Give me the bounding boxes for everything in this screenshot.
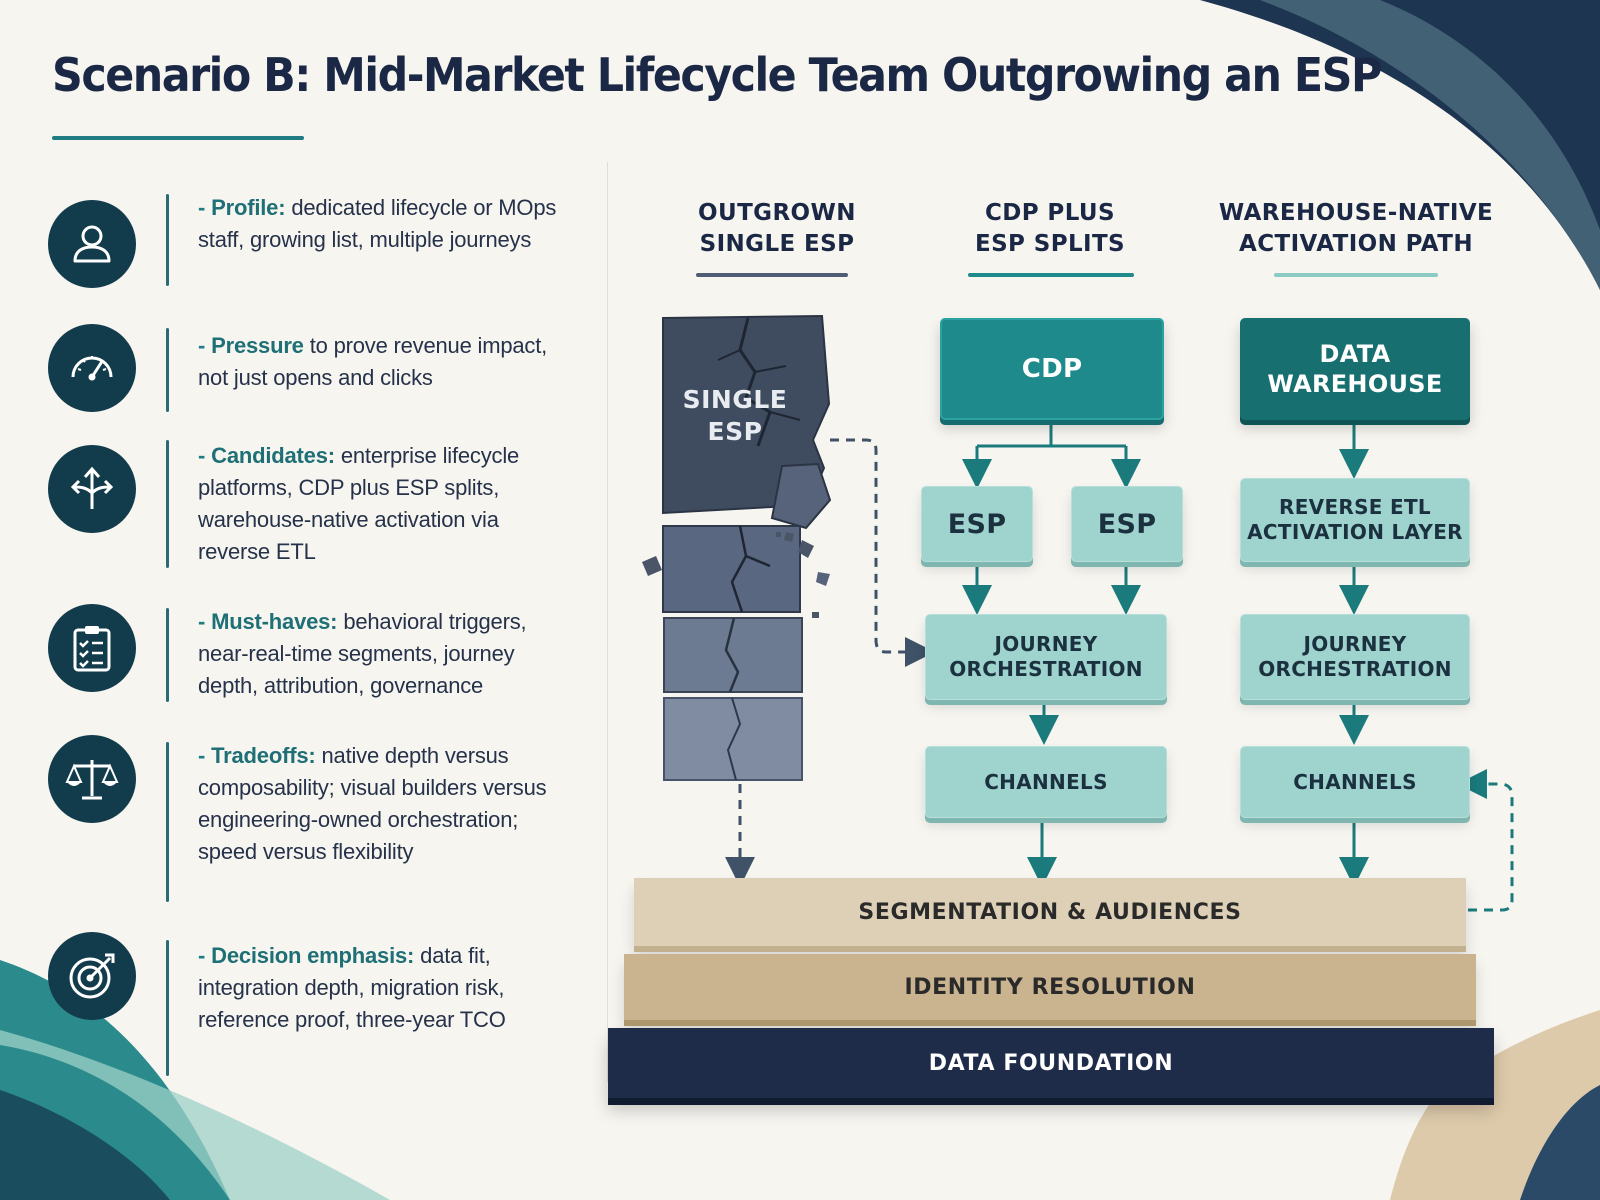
checklist-icon bbox=[48, 604, 136, 692]
left-item-key: Profile: bbox=[211, 195, 286, 220]
left-item-body: to prove revenue impact, not just opens … bbox=[198, 333, 548, 390]
left-item-divider bbox=[166, 328, 169, 412]
left-item-body: behavioral triggers, near-real-time segm… bbox=[198, 609, 527, 698]
reverse-etl-box: REVERSE ETL ACTIVATION LAYER bbox=[1240, 478, 1470, 562]
left-item-text: -Must-haves:behavioral triggers, near-re… bbox=[198, 609, 527, 698]
left-item-divider bbox=[166, 608, 169, 702]
cdp-journey-orchestration-box: JOURNEY ORCHESTRATION bbox=[925, 614, 1167, 700]
warehouse-journey-orchestration-box: JOURNEY ORCHESTRATION bbox=[1240, 614, 1470, 700]
left-item-body: enterprise lifecycle platforms, CDP plus… bbox=[198, 443, 520, 564]
left-item-key: Must-haves: bbox=[211, 609, 338, 634]
left-item-text: -Candidates:enterprise lifecycle platfor… bbox=[198, 443, 520, 564]
column-heading-warehouse: WAREHOUSE-NATIVE ACTIVATION PATH bbox=[1218, 200, 1494, 257]
identity-resolution-layer: IDENTITY RESOLUTION bbox=[624, 954, 1476, 1020]
column-heading-underline bbox=[1274, 273, 1438, 277]
left-item-key: Candidates: bbox=[211, 443, 335, 468]
single-esp-label: SINGLE ESP bbox=[682, 385, 788, 446]
left-item-body: dedicated lifecycle or MOps staff, growi… bbox=[198, 195, 557, 252]
left-item-key: Pressure bbox=[211, 333, 304, 358]
left-item-text: -Decision emphasis:data fit, integration… bbox=[198, 943, 506, 1032]
left-item-divider bbox=[166, 194, 169, 286]
column-heading-underline bbox=[696, 273, 848, 277]
bottom-left-dark-wave bbox=[0, 1090, 170, 1200]
title-underline bbox=[52, 136, 304, 140]
left-item-key: Tradeoffs: bbox=[211, 743, 316, 768]
top-right-navy-wave bbox=[1200, 0, 1600, 290]
target-icon bbox=[48, 932, 136, 1020]
bottom-right-navy-wave bbox=[1520, 1085, 1600, 1200]
left-item-text: -Tradeoffs:native depth versus composabi… bbox=[198, 743, 547, 864]
top-right-slate-wave bbox=[1260, 0, 1600, 290]
left-item-divider bbox=[166, 742, 169, 902]
page-title: Scenario B: Mid-Market Lifecycle Team Ou… bbox=[52, 48, 1382, 102]
warehouse-channels-box: CHANNELS bbox=[1240, 746, 1470, 818]
cdp-box: CDP bbox=[940, 318, 1164, 420]
data-foundation-layer: DATA FOUNDATION bbox=[608, 1028, 1494, 1098]
left-item-key: Decision emphasis: bbox=[211, 943, 415, 968]
scales-icon bbox=[48, 735, 136, 823]
segmentation-audiences-layer: SEGMENTATION & AUDIENCES bbox=[634, 878, 1466, 946]
section-divider bbox=[607, 162, 608, 1082]
person-icon bbox=[48, 200, 136, 288]
speedometer-icon bbox=[48, 324, 136, 412]
left-item-divider bbox=[166, 440, 169, 568]
branching-arrows-icon bbox=[48, 445, 136, 533]
data-warehouse-box: DATA WAREHOUSE bbox=[1240, 318, 1470, 420]
left-item-body: native depth versus composability; visua… bbox=[198, 743, 547, 864]
left-item-text: -Profile:dedicated lifecycle or MOps sta… bbox=[198, 195, 557, 252]
esp-box-left: ESP bbox=[921, 486, 1033, 562]
left-item-divider bbox=[166, 940, 169, 1076]
cdp-channels-box: CHANNELS bbox=[925, 746, 1167, 818]
column-heading-outgrown: OUTGROWN SINGLE ESP bbox=[698, 200, 856, 257]
column-heading-cdp: CDP PLUS ESP SPLITS bbox=[974, 200, 1126, 257]
esp-box-right: ESP bbox=[1071, 486, 1183, 562]
left-item-body: data fit, integration depth, migration r… bbox=[198, 943, 506, 1032]
column-heading-underline bbox=[968, 273, 1134, 277]
bottom-left-mint-wave bbox=[0, 1030, 390, 1200]
